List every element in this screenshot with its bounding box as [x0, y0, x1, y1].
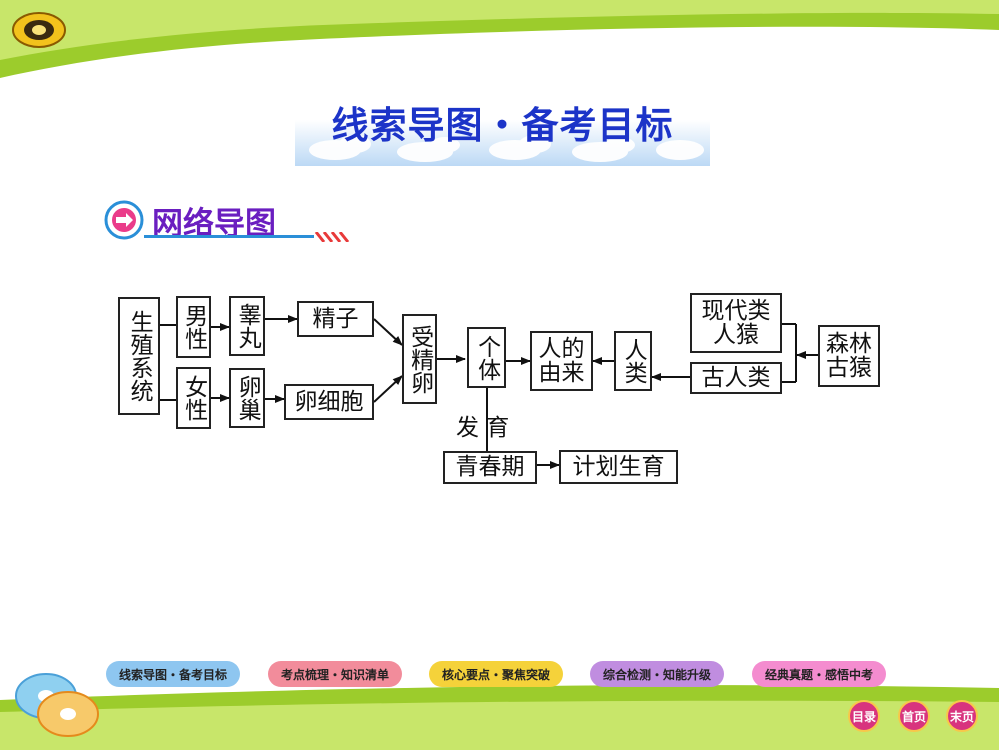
- node-modern-apes: 现代类人猿: [690, 293, 782, 353]
- arrow-bubble-icon: [104, 200, 144, 240]
- last-page-button[interactable]: 末页: [946, 700, 978, 732]
- top-banner: [0, 0, 999, 78]
- node-human-origin: 人的由来: [530, 331, 593, 391]
- node-individual: 个体: [467, 327, 506, 388]
- node-testis: 睾丸: [229, 296, 265, 356]
- node-ovary: 卵巢: [229, 368, 265, 428]
- section-heading: 网络导图: [104, 196, 364, 248]
- node-female: 女性: [176, 367, 211, 429]
- cd-discs-decoration: [15, 673, 99, 737]
- node-male: 男性: [176, 296, 211, 358]
- nav-tab-comprehensive-test[interactable]: 综合检测・知能升级: [590, 661, 724, 687]
- first-page-button[interactable]: 首页: [898, 700, 930, 732]
- node-ancient-humans: 古人类: [690, 362, 782, 394]
- label-development: 发 育: [456, 415, 510, 441]
- nav-tab-key-points[interactable]: 核心要点・聚焦突破: [429, 661, 563, 687]
- node-sperm: 精子: [297, 301, 374, 337]
- node-forest-apes: 森林古猿: [818, 325, 880, 387]
- node-fertilized-egg: 受精卵: [402, 314, 437, 404]
- nav-tab-classic-exams[interactable]: 经典真题・感悟中考: [752, 661, 886, 687]
- page-title: 线索导图・备考目标: [331, 104, 674, 147]
- bottom-banner: [0, 685, 999, 750]
- node-reproductive-system: 生殖系统: [118, 297, 160, 415]
- section-underline: [144, 232, 350, 242]
- node-egg-cell: 卵细胞: [284, 384, 374, 420]
- publisher-logo: [12, 12, 66, 48]
- nav-tab-knowledge-list[interactable]: 考点梳理・知识清单: [268, 661, 402, 687]
- nav-tab-thread-map[interactable]: 线索导图・备考目标: [106, 661, 240, 687]
- title-clouds: [295, 120, 710, 166]
- node-puberty: 青春期: [443, 451, 537, 484]
- contents-button[interactable]: 目录: [848, 700, 880, 732]
- node-human: 人类: [614, 331, 652, 391]
- node-family-planning: 计划生育: [559, 450, 678, 484]
